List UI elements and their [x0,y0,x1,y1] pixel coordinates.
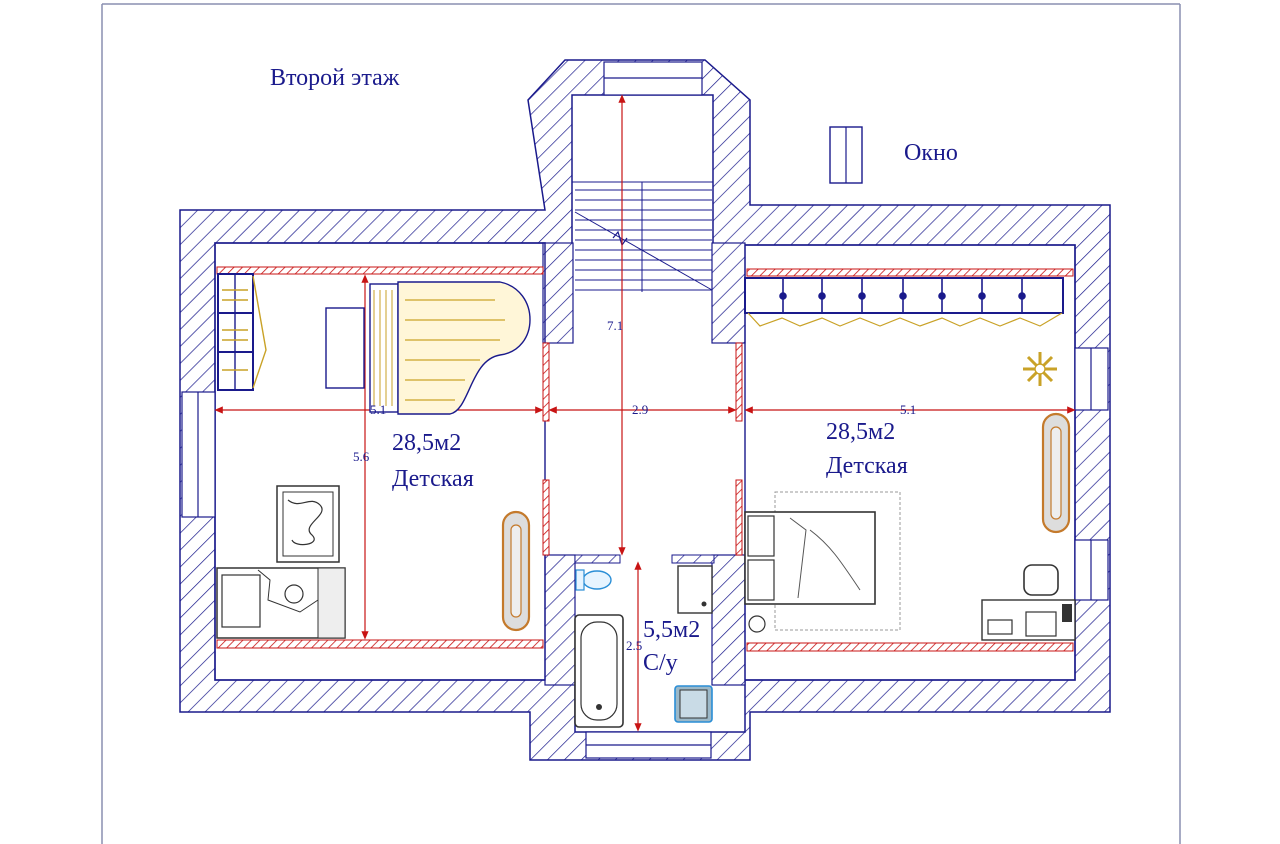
desk [981,564,1076,641]
left-bed [216,567,346,639]
left-sofa [501,510,531,632]
right-room-area: 28,5м2 [826,419,895,445]
wardrobe-handle [938,292,946,300]
partitions [216,266,1074,652]
piano [325,281,531,415]
wardrobe-handle [978,292,986,300]
right-room-name: Детская [826,453,908,479]
staircase [572,181,713,292]
bathtub [574,614,624,728]
dim-bath-depth: 2.5 [626,638,642,653]
left-room-area: 28,5м2 [392,430,461,456]
windows [181,61,1109,759]
dim-hall-width: 2.9 [632,402,648,417]
wardrobe-handle [858,292,866,300]
wardrobe-handle [779,292,787,300]
toilet [575,569,612,591]
washing-machine [674,685,713,723]
wardrobe-handle [899,292,907,300]
dim-left-width: 5.1 [370,402,386,417]
page-frame [101,3,1181,844]
left-room-name: Детская [392,466,474,492]
dim-right-width: 5.1 [900,402,916,417]
left-rug [276,485,340,563]
right-wardrobe [744,277,1064,327]
dimension-lines [214,94,1076,732]
window-legend-label: Окно [904,140,958,166]
left-wardrobe [217,273,267,391]
dim-stair-depth: 7.1 [607,318,623,333]
dim-left-depth: 5.6 [353,449,370,464]
bath-room-area: 5,5м2 [643,617,700,643]
wardrobe-handle [1018,292,1026,300]
wardrobe-handle [818,292,826,300]
window-legend-icon [829,126,863,184]
walls [179,59,1111,761]
floor-title: Второй этаж [270,65,400,91]
sink [677,565,713,614]
bath-room-name: С/у [643,650,678,676]
right-sofa [1041,412,1071,534]
double-bed [744,491,901,633]
plant [1023,352,1057,386]
